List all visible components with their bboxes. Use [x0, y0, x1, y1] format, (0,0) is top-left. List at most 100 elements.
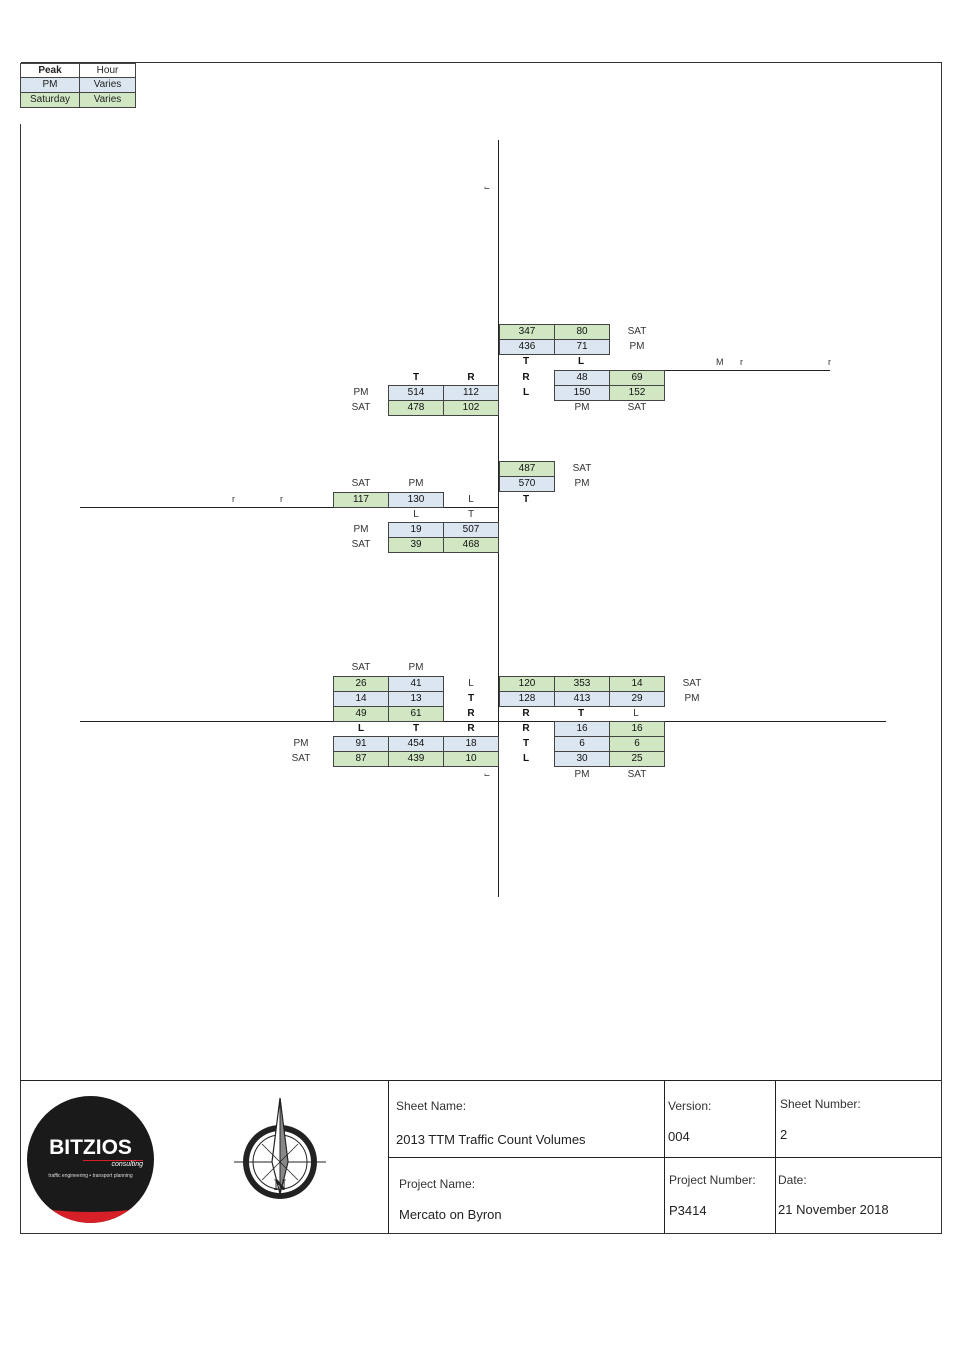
movement-label: R [467, 708, 475, 719]
company-logo: BITZIOS consulting traffic engineering •… [27, 1096, 154, 1223]
movement-label: R [522, 708, 530, 719]
version-value: 004 [668, 1129, 690, 1144]
volume-cell: 454 [388, 736, 444, 752]
movement-label: T [522, 494, 530, 505]
volume-cell: 91 [333, 736, 389, 752]
volume-cell: 39 [388, 537, 444, 553]
period-label: PM [574, 769, 590, 780]
legend-row-pm-peak: PM [20, 77, 80, 93]
title-block-divider [775, 1080, 776, 1233]
project-number-label: Project Number: [669, 1173, 756, 1187]
period-label: SAT [291, 753, 311, 764]
volume-cell: 61 [388, 706, 444, 722]
period-label: SAT [351, 662, 371, 673]
volume-cell: 14 [333, 691, 389, 707]
movement-label: T [412, 372, 420, 383]
legend-header-peak: Peak [20, 63, 80, 78]
period-label: PM [408, 662, 424, 673]
volume-cell: 13 [388, 691, 444, 707]
volume-cell: 102 [443, 400, 499, 416]
legend-row-pm-hour: Varies [79, 77, 136, 93]
volume-cell: 16 [554, 721, 610, 737]
movement-label: T [522, 738, 530, 749]
movement-label: L [522, 753, 530, 764]
period-label: PM [293, 738, 309, 749]
road-label-mark: r [740, 357, 743, 367]
volume-cell: 128 [499, 691, 555, 707]
period-label: SAT [627, 326, 647, 337]
volume-cell: 112 [443, 385, 499, 401]
volume-cell: 130 [388, 492, 444, 508]
legend-row-sat-peak: Saturday [20, 92, 80, 108]
volume-cell: 25 [609, 751, 665, 767]
volume-cell: 41 [388, 676, 444, 692]
period-label: SAT [682, 678, 702, 689]
period-label: PM [353, 524, 369, 535]
volume-cell: 570 [499, 476, 555, 492]
volume-cell: 29 [609, 691, 665, 707]
volume-cell: 6 [609, 736, 665, 752]
volume-cell: 18 [443, 736, 499, 752]
side-road-east-1 [665, 370, 830, 371]
road-label-mark: r [280, 494, 283, 504]
volume-cell: 117 [333, 492, 389, 508]
legend-header-hour: Hour [79, 63, 136, 78]
project-name-label: Project Name: [399, 1177, 476, 1191]
movement-label: L [633, 708, 639, 719]
period-label: SAT [627, 402, 647, 413]
project-number-value: P3414 [669, 1203, 707, 1218]
movement-label: R [467, 372, 475, 383]
road-label-mark: r [481, 773, 492, 777]
period-label: SAT [572, 463, 592, 474]
volume-cell: 26 [333, 676, 389, 692]
volume-cell: 347 [499, 324, 555, 340]
volume-cell: 48 [554, 370, 610, 386]
movement-label: T [412, 723, 420, 734]
period-label: PM [574, 478, 590, 489]
movement-label: L [522, 387, 530, 398]
frame-gap [15, 60, 21, 124]
period-label: SAT [351, 478, 371, 489]
volume-cell: 152 [609, 385, 665, 401]
logo-subtext: consulting [83, 1160, 143, 1168]
period-label: PM [408, 478, 424, 489]
logo-dark-band [27, 1190, 154, 1212]
main-road-line [498, 140, 499, 897]
volume-cell: 413 [554, 691, 610, 707]
movement-label: T [577, 708, 585, 719]
north-label: N [273, 1178, 287, 1194]
sheet-number-value: 2 [780, 1127, 788, 1142]
movement-label: R [467, 723, 475, 734]
volume-cell: 87 [333, 751, 389, 767]
movement-label: L [413, 509, 419, 520]
road-label-mark: M [716, 357, 724, 367]
period-label: PM [684, 693, 700, 704]
project-name-value: Mercato on Byron [399, 1207, 502, 1222]
volume-cell: 514 [388, 385, 444, 401]
sheet-number-label: Sheet Number: [780, 1097, 861, 1111]
volume-cell: 120 [499, 676, 555, 692]
title-block-divider [388, 1080, 389, 1233]
road-label-mark: r [232, 494, 235, 504]
volume-cell: 507 [443, 522, 499, 538]
sheet-name-label: Sheet Name: [396, 1099, 467, 1113]
movement-label: L [357, 723, 365, 734]
road-label-mark: r [481, 186, 492, 190]
movement-label: T [467, 509, 475, 520]
road-label-mark: r [828, 357, 831, 367]
drawing-frame [20, 62, 942, 1234]
volume-cell: 16 [609, 721, 665, 737]
logo-tagline: traffic engineering • transport planning [48, 1173, 133, 1179]
version-label: Version: [668, 1099, 712, 1113]
movement-label: R [522, 723, 530, 734]
north-arrow-icon [234, 1097, 326, 1199]
volume-cell: 468 [443, 537, 499, 553]
date-label: Date: [778, 1173, 807, 1187]
volume-cell: 436 [499, 339, 555, 355]
logo-text: BITZIOS [49, 1136, 132, 1159]
sheet-name-value: 2013 TTM Traffic Count Volumes [396, 1132, 586, 1147]
movement-label: R [522, 372, 530, 383]
movement-label: T [522, 356, 530, 367]
legend-row-sat-hour: Varies [79, 92, 136, 108]
volume-cell: 69 [609, 370, 665, 386]
